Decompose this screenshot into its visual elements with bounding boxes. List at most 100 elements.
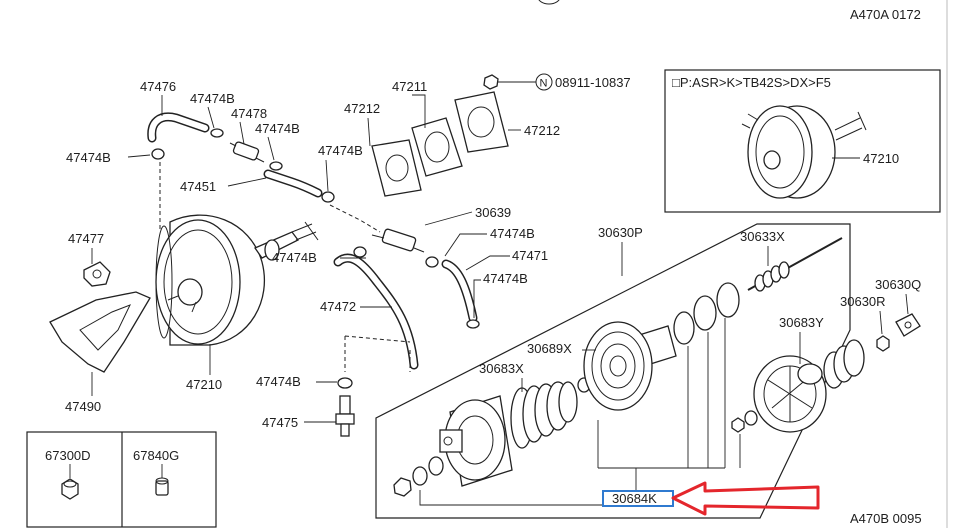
leader-47211	[412, 94, 426, 128]
washer-bottom-2	[428, 456, 444, 476]
callout-30689X: 30689X	[527, 341, 572, 356]
callout-30683Y: 30683Y	[779, 315, 824, 330]
hose-47476	[147, 112, 210, 143]
leader-47474B-a	[207, 106, 215, 129]
leader-30630R	[879, 310, 883, 335]
leader-47474B-f	[444, 233, 487, 257]
small-nut-a	[731, 417, 745, 433]
clamp-47474B-b	[151, 148, 165, 160]
callout-47475: 47475	[262, 415, 298, 430]
n-mark: N	[540, 78, 548, 90]
leader-30639	[424, 211, 473, 226]
plate-47211	[411, 117, 463, 177]
connector-30630Q	[895, 313, 921, 337]
shell-30683Y	[753, 355, 827, 433]
booster-rod-end	[291, 221, 319, 241]
clamp-47474B-c	[269, 161, 283, 171]
partial-circle-top	[538, 0, 560, 5]
callout-47477: 47477	[68, 231, 104, 246]
callout-47211: 47211	[392, 79, 427, 94]
n-mark-circle	[535, 73, 553, 91]
clamp-47474B-h	[337, 377, 353, 389]
callout-47212-left: 47212	[344, 101, 380, 116]
clamp-47474B-f	[425, 256, 439, 268]
booster-stud-1	[167, 295, 179, 301]
clamp-47474B-d	[321, 191, 335, 203]
rod-30633X	[747, 237, 843, 292]
booster-front-ring	[163, 229, 233, 335]
callout-47474B-e: 47474B	[272, 250, 317, 265]
callout-47476: 47476	[140, 79, 176, 94]
callout-47474B-h: 47474B	[256, 374, 301, 389]
inset-brake-booster	[741, 105, 867, 199]
bellows-30683X	[510, 381, 578, 449]
master-cylinder-body	[439, 395, 513, 487]
bellows-30683Y	[823, 339, 865, 389]
ring-30630P-1	[673, 311, 695, 345]
fitting-47475	[335, 395, 355, 437]
leader-bottom-group	[419, 318, 741, 506]
callout-47471: 47471	[512, 248, 548, 263]
guide-dashed-mid	[329, 204, 381, 233]
ring-30630P-3	[716, 282, 740, 318]
leader-47474B-c	[267, 136, 275, 161]
callout-67300D: 67300D	[45, 448, 91, 463]
inset-frame	[664, 69, 941, 213]
hose-47451	[263, 169, 323, 198]
callout-47474B-g: 47474B	[483, 271, 528, 286]
callout-30630P: 30630P	[598, 225, 643, 240]
callout-08911-10837: 08911-10837	[555, 75, 631, 90]
guide-dashed-lower	[344, 335, 411, 372]
brake-booster-main	[155, 214, 319, 346]
footer-code: A470B 0095	[850, 511, 922, 526]
valve-30639	[371, 228, 425, 253]
leader-47474B-b	[127, 154, 151, 158]
inset-part-label: 47210	[863, 151, 899, 166]
small-washer-a	[744, 410, 758, 426]
leader-47478	[239, 121, 245, 145]
bracket-47477	[83, 261, 111, 287]
leader-47212-left	[367, 117, 371, 147]
callout-47474B-c: 47474B	[255, 121, 300, 136]
callout-30630R: 30630R	[840, 294, 886, 309]
plate-47490	[49, 291, 151, 373]
leader-47471	[465, 255, 510, 271]
booster-stud-2	[191, 301, 197, 313]
washer-bottom-1	[412, 466, 428, 486]
gasket-47212-left	[371, 139, 422, 197]
callout-30683X: 30683X	[479, 361, 524, 376]
ring-30630P-2	[693, 295, 717, 331]
clamp-47474B-e	[353, 246, 367, 258]
diaphragm-30689X	[583, 321, 677, 411]
leader-47474B-g	[473, 279, 481, 318]
header-code: A470A 0172	[850, 7, 921, 22]
callout-30639: 30639	[475, 205, 511, 220]
inset-variant: □P:ASR>K>TB42S>DX>F5	[672, 75, 831, 90]
hose-47471	[441, 259, 478, 323]
callout-47210: 47210	[186, 377, 222, 392]
callout-30633X: 30633X	[740, 229, 785, 244]
callout-47451: 47451	[180, 179, 216, 194]
booster-rod-boot	[264, 239, 280, 261]
red-arrow	[671, 481, 820, 516]
callout-47212-right: 47212	[524, 123, 560, 138]
hose-47472	[333, 253, 419, 370]
leader-30630Q	[905, 293, 909, 315]
clamp-47474B-g	[466, 319, 480, 329]
nut-30630R	[876, 335, 890, 352]
callout-47474B-f: 47474B	[490, 226, 535, 241]
nut-bottom	[393, 477, 412, 497]
check-valve-47478	[229, 141, 265, 163]
assembly-frame	[375, 223, 851, 519]
callout-47474B-d: 47474B	[318, 143, 363, 158]
callout-47490: 47490	[65, 399, 101, 414]
clamp-47474B-a	[210, 128, 224, 138]
booster-left-lip	[155, 225, 173, 339]
callout-30684K: 30684K	[612, 491, 657, 506]
nut-08911	[483, 74, 499, 90]
booster-center-boss	[177, 278, 203, 306]
callout-30630Q: 30630Q	[875, 277, 921, 292]
callout-47474B-b: 47474B	[66, 150, 111, 165]
callout-47472: 47472	[320, 299, 356, 314]
